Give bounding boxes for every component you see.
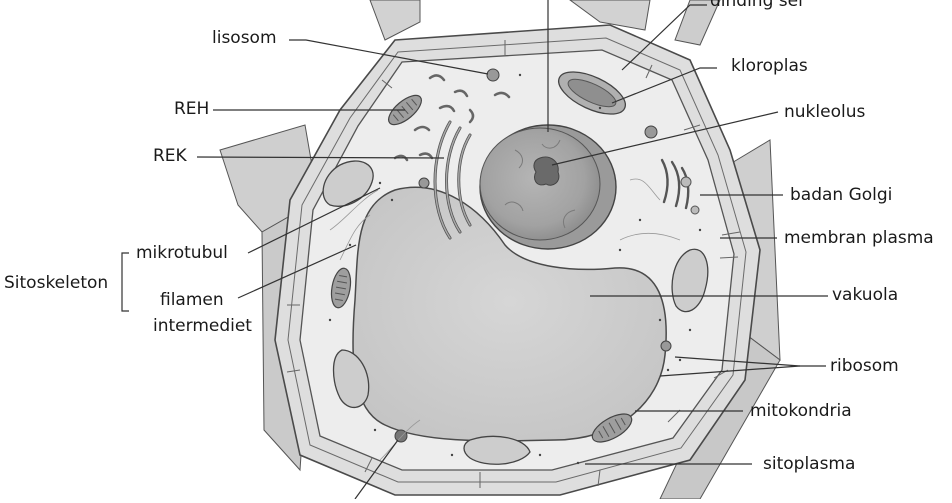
label-ribosom: ribosom — [830, 356, 899, 376]
label-lisosom: lisosom — [212, 28, 277, 48]
label-sitoskeleton: Sitoskeleton — [4, 273, 109, 293]
nucleolus — [533, 156, 560, 186]
label-intermediet: intermediet — [153, 316, 252, 336]
label-badan-golgi: badan Golgi — [790, 185, 893, 205]
label-vakuola: vakuola — [832, 285, 899, 305]
leader-lines — [121, 0, 828, 500]
label-rek: REK — [153, 146, 187, 166]
label-membran-plasma: membran plasma — [784, 228, 934, 248]
lysosomes — [394, 68, 672, 443]
label-kloroplas: kloroplas — [731, 56, 808, 76]
wall-pits — [286, 40, 741, 488]
label-mikrotubul: mikrotubul — [136, 243, 228, 263]
cytoskeleton-fibers — [329, 178, 681, 461]
nucleus — [479, 124, 617, 250]
label-nukleolus: nukleolus — [784, 102, 866, 122]
label-reh: REH — [174, 99, 210, 119]
label-dinding-sel: dinding sel — [710, 0, 803, 11]
label-mitokondria: mitokondria — [750, 401, 852, 421]
ribosomes — [328, 73, 702, 465]
label-filamen: filamen — [160, 290, 224, 310]
label-sitoplasma: sitoplasma — [763, 454, 856, 474]
